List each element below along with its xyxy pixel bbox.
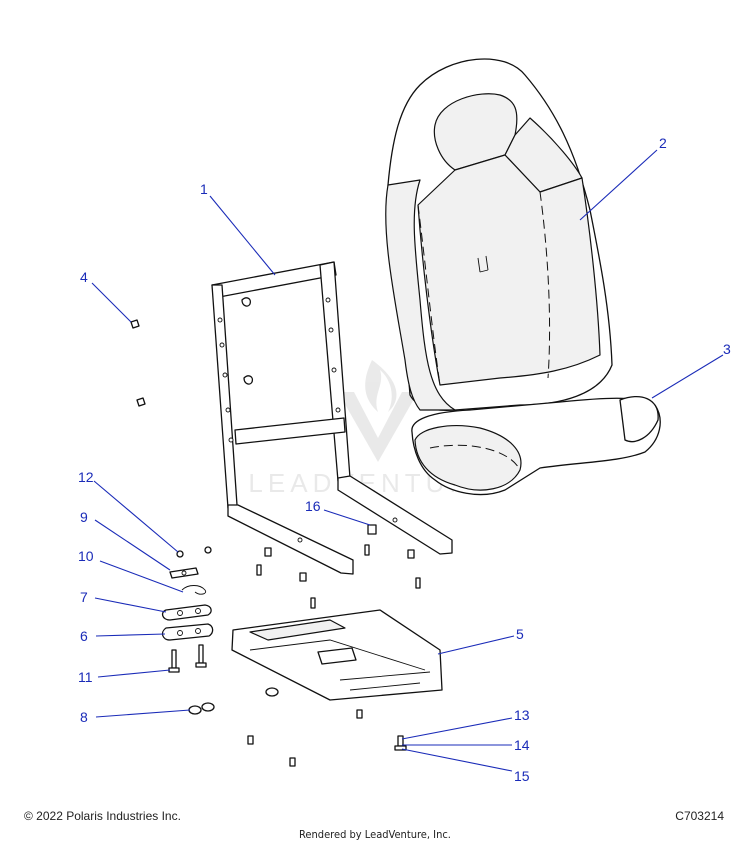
callout-11: 11: [78, 669, 93, 685]
frame-left-leg: [227, 504, 354, 575]
callout-12: 12: [78, 469, 94, 485]
clip-part-9: [169, 567, 199, 579]
callout-1: 1: [200, 181, 208, 197]
copyright-text: © 2022 Polaris Industries Inc.: [24, 809, 181, 823]
callout-4: 4: [80, 269, 88, 285]
callout-labels: 1 2 3 4 5 6 7 8 9 10 11 12 13 14 15 16: [78, 135, 731, 784]
stud-part-16: [256, 524, 421, 609]
seat-frame: [211, 261, 453, 575]
nut-part-12: [176, 546, 212, 558]
seat-back-panel: [417, 154, 601, 386]
callout-5: 5: [516, 626, 524, 642]
frame-left-rail: [211, 284, 238, 509]
frame-cross-bar: [234, 417, 346, 445]
callout-9: 9: [80, 509, 88, 525]
wire-part-10: [181, 585, 207, 595]
plate-part-6: [161, 623, 214, 641]
callout-2: 2: [659, 135, 667, 151]
callout-3: 3: [723, 341, 731, 357]
callout-8: 8: [80, 709, 88, 725]
callout-7: 7: [80, 589, 88, 605]
callout-6: 6: [80, 628, 88, 644]
seat-head-pad-left: [433, 93, 518, 171]
plate-part-7: [161, 604, 212, 621]
bolt-part-11: [168, 644, 207, 673]
bolt-part-4: [130, 319, 146, 407]
seat-side-bolster: [385, 179, 456, 411]
callout-16: 16: [305, 498, 321, 514]
diagram-code: C703214: [675, 809, 724, 823]
rendered-by-text: Rendered by LeadVenture, Inc.: [299, 828, 451, 841]
frame-right-leg: [337, 475, 453, 555]
fasteners-13-14-15: [247, 709, 407, 767]
frame-top-bar: [211, 261, 337, 299]
callout-15: 15: [514, 768, 530, 784]
leader-lines: [91, 149, 724, 772]
callout-14: 14: [514, 737, 530, 753]
callout-13: 13: [514, 707, 530, 723]
nut-part-8: [188, 687, 279, 715]
callout-10: 10: [78, 548, 94, 564]
seat-assembly: [385, 58, 661, 496]
seat-base-plate: [231, 609, 443, 701]
